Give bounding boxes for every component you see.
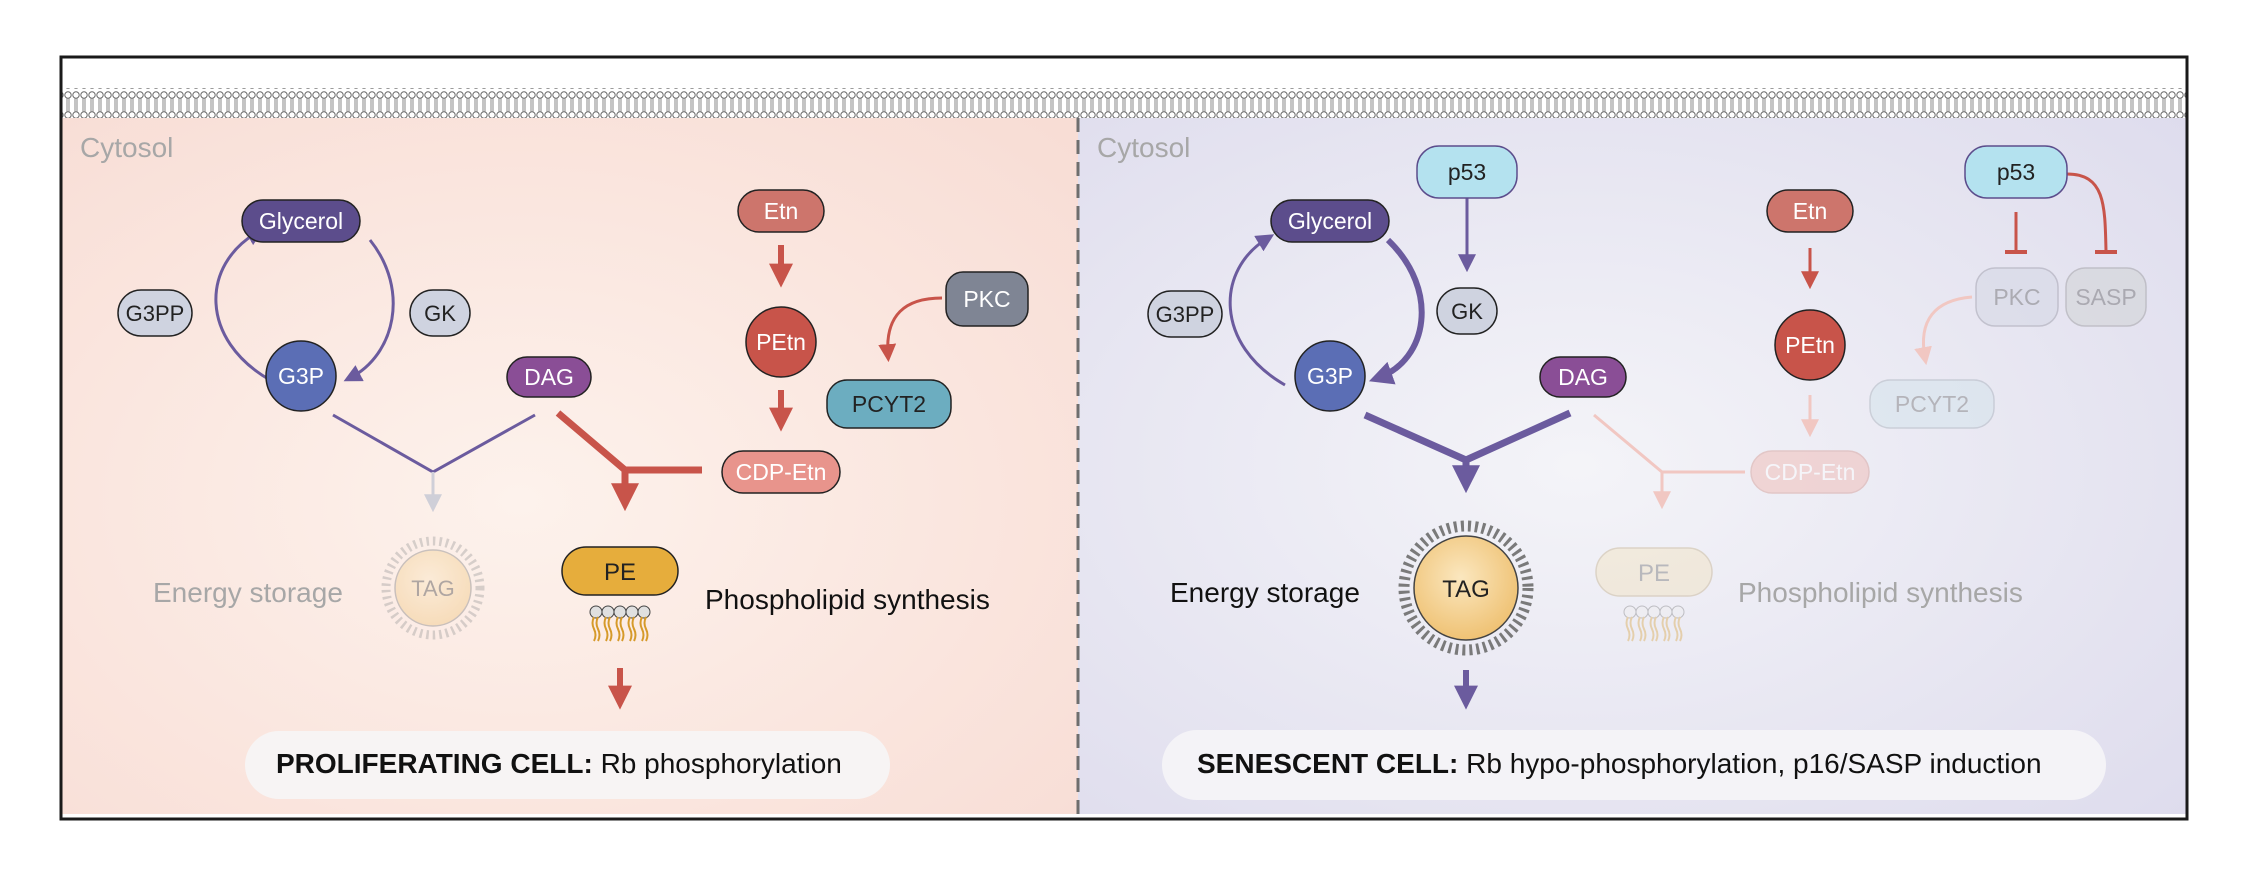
left-arrow-glycerol-to-g3p bbox=[343, 239, 395, 382]
right-banner-rest: Rb hypo-phosphorylation, p16/SASP induct… bbox=[1458, 748, 2041, 779]
left-node-pe: PE bbox=[561, 546, 679, 596]
right-pkc-label: PKC bbox=[1993, 284, 2040, 310]
right-node-p53-gk: p53 bbox=[1416, 145, 1518, 199]
cell-membrane bbox=[62, 88, 2186, 118]
right-node-sasp: SASP bbox=[2065, 267, 2147, 327]
right-glycerol-label: Glycerol bbox=[1288, 208, 1372, 234]
left-petn-label: PEtn bbox=[756, 329, 806, 355]
right-panel: Cytosol p53 bbox=[1078, 118, 2186, 814]
right-energy-storage-label: Energy storage bbox=[1170, 577, 1360, 608]
right-node-pe: PE bbox=[1595, 547, 1713, 597]
left-node-g3pp: G3PP bbox=[117, 289, 193, 337]
right-pcyt2-label: PCYT2 bbox=[1895, 391, 1969, 417]
right-node-g3p: G3P bbox=[1294, 340, 1366, 412]
left-node-g3p: G3P bbox=[265, 340, 337, 412]
right-banner-text: SENESCENT CELL: Rb hypo-phosphorylation,… bbox=[1197, 748, 2042, 779]
left-dag-label: DAG bbox=[524, 364, 574, 390]
left-node-dag: DAG bbox=[506, 356, 592, 398]
right-tag-label: TAG bbox=[1442, 576, 1490, 603]
left-glycerol-label: Glycerol bbox=[259, 208, 343, 234]
left-node-cdp-etn: CDP-Etn bbox=[721, 450, 841, 494]
left-tag-label: TAG bbox=[411, 576, 455, 601]
right-panel-background bbox=[1078, 118, 2186, 814]
left-energy-storage-label: Energy storage bbox=[153, 577, 343, 608]
left-panel: Cytosol Glycerol G3PP GK bbox=[62, 118, 1078, 814]
left-banner-text: PROLIFERATING CELL: Rb phosphorylation bbox=[276, 748, 842, 779]
left-cytosol-label: Cytosol bbox=[80, 132, 173, 163]
left-gk-label: GK bbox=[424, 301, 456, 326]
right-banner: SENESCENT CELL: Rb hypo-phosphorylation,… bbox=[1162, 730, 2106, 800]
left-banner: PROLIFERATING CELL: Rb phosphorylation bbox=[245, 731, 890, 799]
left-arrow-g3p-to-glycerol bbox=[214, 228, 271, 382]
right-inhibition-p53-sasp bbox=[2066, 172, 2117, 254]
left-banner-rest: Rb phosphorylation bbox=[593, 748, 842, 779]
right-arrow-pkc-to-pcyt2 bbox=[1914, 295, 1973, 366]
right-node-cdp-etn: CDP-Etn bbox=[1750, 450, 1870, 494]
right-cytosol-label: Cytosol bbox=[1097, 132, 1190, 163]
right-inhibition-p53-pkc bbox=[2005, 212, 2027, 254]
right-g3p-label: G3P bbox=[1307, 363, 1353, 389]
left-arrow-pkc-to-pcyt2 bbox=[878, 296, 943, 363]
right-phospholipid-synthesis-label: Phospholipid synthesis bbox=[1738, 577, 2023, 608]
right-pe-lipid-icon bbox=[1623, 605, 1685, 642]
right-tag-droplet: TAG bbox=[1398, 520, 1534, 656]
left-phospholipid-synthesis-label: Phospholipid synthesis bbox=[705, 584, 990, 615]
right-pe-label: PE bbox=[1638, 560, 1670, 587]
left-pe-lipid-icon bbox=[589, 605, 651, 642]
left-panel-background bbox=[62, 118, 1078, 814]
right-petn-label: PEtn bbox=[1785, 332, 1835, 358]
figure-frame bbox=[59, 55, 2189, 821]
right-cdp-etn-label: CDP-Etn bbox=[1765, 459, 1856, 485]
right-node-gk: GK bbox=[1436, 287, 1498, 335]
left-tag-droplet: TAG bbox=[381, 536, 485, 640]
left-node-etn: Etn bbox=[737, 189, 825, 233]
right-node-pkc: PKC bbox=[1975, 267, 2059, 327]
right-sasp-label: SASP bbox=[2075, 284, 2136, 310]
left-pkc-label: PKC bbox=[963, 286, 1010, 312]
right-node-pcyt2: PCYT2 bbox=[1869, 379, 1995, 429]
right-node-p53-pkc: p53 bbox=[1964, 145, 2068, 199]
left-banner-bold: PROLIFERATING CELL: bbox=[276, 748, 593, 779]
left-cdp-etn-label: CDP-Etn bbox=[736, 459, 827, 485]
right-arrow-g3p-to-glycerol bbox=[1228, 234, 1286, 387]
right-p53-gk-label: p53 bbox=[1448, 159, 1486, 185]
right-dag-label: DAG bbox=[1558, 364, 1608, 390]
right-p53-pkc-label: p53 bbox=[1997, 159, 2035, 185]
left-node-pkc: PKC bbox=[945, 271, 1029, 327]
right-node-glycerol: Glycerol bbox=[1270, 199, 1390, 243]
right-g3pp-label: G3PP bbox=[1156, 302, 1215, 327]
left-etn-label: Etn bbox=[764, 198, 799, 224]
left-node-pcyt2: PCYT2 bbox=[826, 379, 952, 429]
right-arrow-glycerol-to-g3p bbox=[1368, 237, 1425, 385]
left-pcyt2-label: PCYT2 bbox=[852, 391, 926, 417]
left-pe-label: PE bbox=[604, 559, 636, 586]
right-gk-label: GK bbox=[1451, 299, 1483, 324]
right-node-etn: Etn bbox=[1766, 189, 1854, 233]
right-node-petn: PEtn bbox=[1774, 309, 1846, 381]
right-banner-bold: SENESCENT CELL: bbox=[1197, 748, 1458, 779]
left-g3p-label: G3P bbox=[278, 363, 324, 389]
left-node-glycerol: Glycerol bbox=[241, 199, 361, 243]
right-node-g3pp: G3PP bbox=[1147, 290, 1223, 338]
right-node-dag: DAG bbox=[1539, 356, 1627, 398]
left-node-gk: GK bbox=[409, 289, 471, 337]
right-etn-label: Etn bbox=[1793, 198, 1828, 224]
left-g3pp-label: G3PP bbox=[126, 301, 185, 326]
left-node-petn: PEtn bbox=[745, 306, 817, 378]
